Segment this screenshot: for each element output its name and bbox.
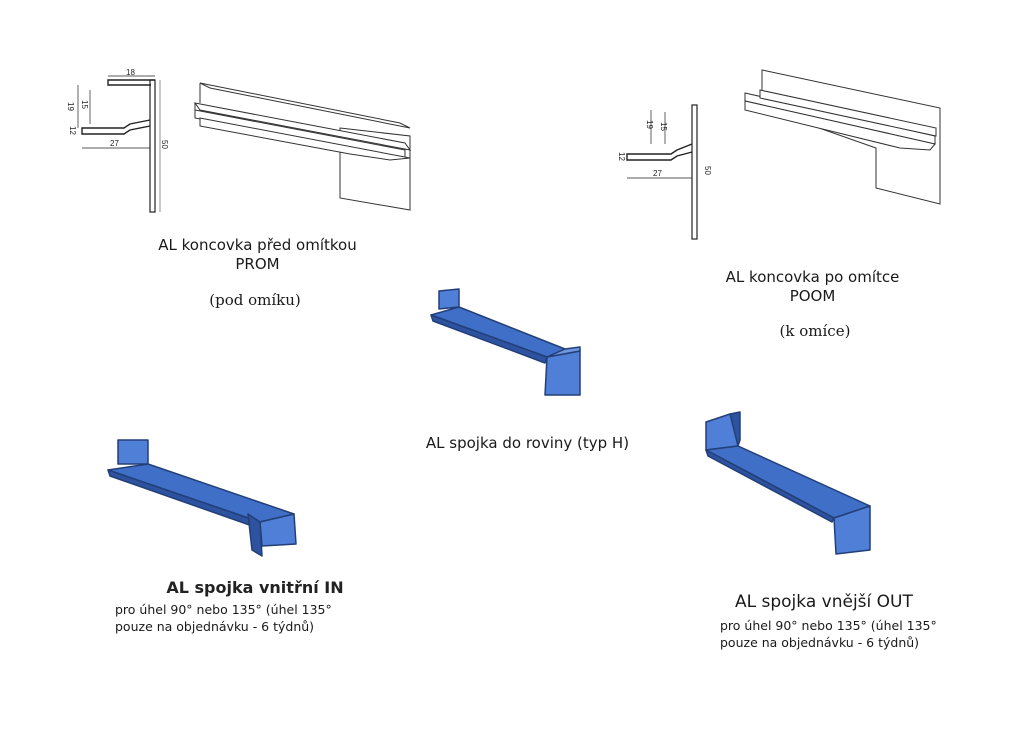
outer-title: AL spojka vnější OUT <box>735 592 913 612</box>
poom-3d-profile-drawing <box>744 69 941 205</box>
prom-dim-top: 18 <box>126 68 135 77</box>
prom-dim-b: 15 <box>80 100 89 109</box>
poom-title: AL koncovka po omítce <box>725 268 900 286</box>
poom-dim-width: 27 <box>653 169 662 178</box>
poom-dim-a: 19 <box>645 120 654 129</box>
prom-dim-a: 19 <box>66 102 75 111</box>
outer-line1: pro úhel 90° nebo 135° (úhel 135° <box>720 618 937 633</box>
prom-note: (pod omíku) <box>209 291 301 309</box>
inner-title: AL spojka vnitřní IN <box>166 578 344 597</box>
poom-dim-height: 50 <box>703 166 712 175</box>
prom-cross-section-drawing: 18 19 15 12 27 50 <box>66 68 169 213</box>
poom-cross-section-drawing: 19 15 12 27 50 <box>617 104 712 240</box>
prom-code: PROM <box>235 254 280 273</box>
poom-code: POOM <box>789 286 836 305</box>
prom-title: AL koncovka před omítkou <box>158 236 357 254</box>
typh-title: AL spojka do roviny (typ H) <box>425 434 630 452</box>
outer-connector-illustration <box>705 411 871 555</box>
prom-dim-height: 50 <box>160 140 169 149</box>
poom-dim-b: 15 <box>659 122 668 131</box>
inner-line1: pro úhel 90° nebo 135° (úhel 135° <box>115 602 332 617</box>
poom-dim-c: 12 <box>617 152 626 161</box>
inner-connector-illustration <box>107 439 297 557</box>
prom-dim-c: 12 <box>68 126 77 135</box>
prom-dim-width: 27 <box>110 139 119 148</box>
outer-line2: pouze na objednávku - 6 týdnů) <box>720 634 920 650</box>
prom-3d-profile-drawing <box>193 82 412 211</box>
poom-note: (k omíce) <box>779 322 851 340</box>
typh-connector-illustration <box>430 288 581 396</box>
inner-line2: pouze na objednávku - 6 týdnů) <box>115 618 315 634</box>
